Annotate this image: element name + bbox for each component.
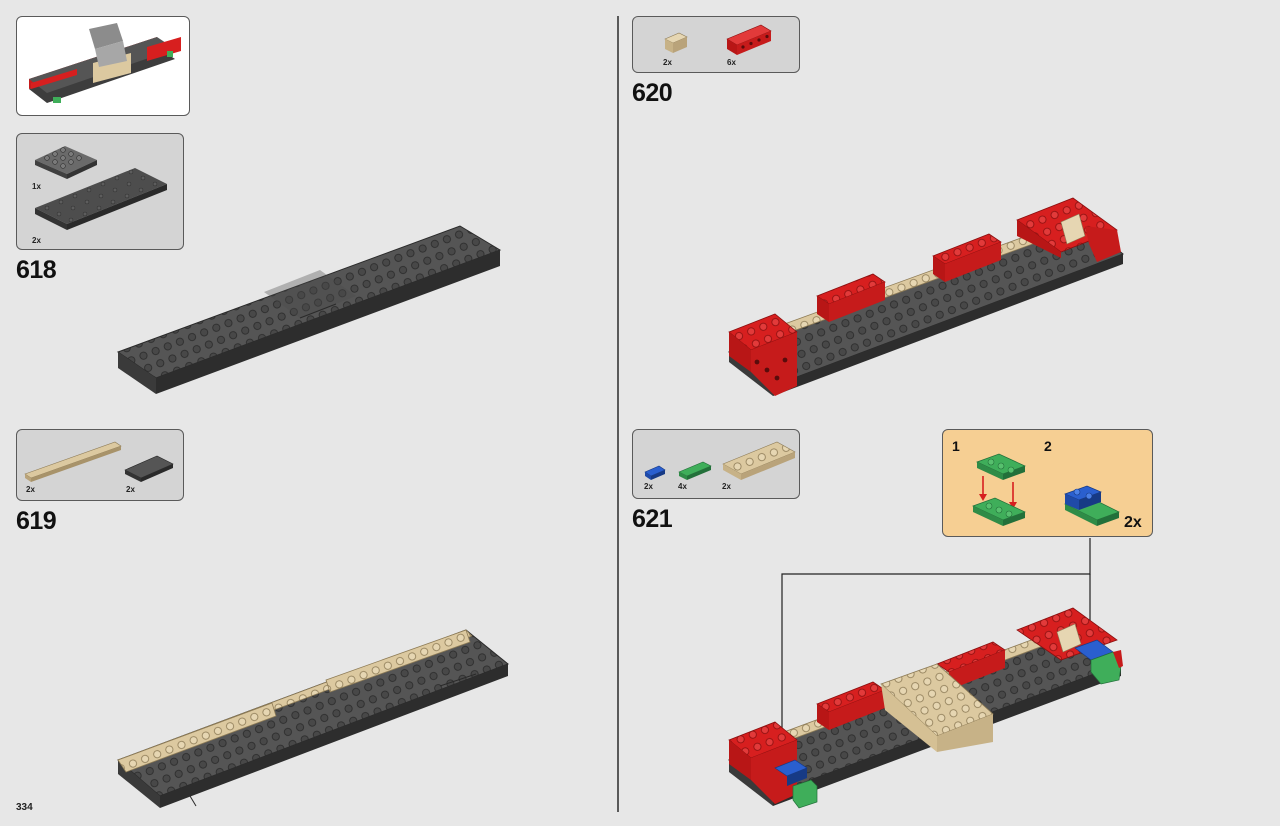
plate-1x10-icon <box>24 441 122 482</box>
sub-assembly-callout: 1 2 2x <box>942 429 1153 537</box>
progress-thumbnail <box>16 16 190 116</box>
parts-list-621: 2x 4x 2x <box>632 429 800 499</box>
step-number-618: 618 <box>16 256 57 284</box>
plate-4x4-icon <box>35 146 97 179</box>
part-qty: 2x <box>663 58 672 67</box>
column-divider <box>617 16 619 812</box>
plate-6x12-icon <box>35 168 167 230</box>
parts-list-620: 2x 6x <box>632 16 800 73</box>
substep-1-diagram <box>972 453 1026 526</box>
model-step-618 <box>116 225 502 394</box>
substep-1-number: 1 <box>952 438 960 454</box>
model-thumbnail-icon <box>29 23 181 103</box>
step-number-619: 619 <box>16 507 57 535</box>
substep-2-diagram <box>1064 485 1120 526</box>
page-number: 334 <box>16 802 33 813</box>
brick-1x2-icon <box>664 32 688 53</box>
plate-1x2-blue-icon <box>644 465 666 480</box>
part-qty: 2x <box>644 482 653 491</box>
plate-1x3-green-icon <box>678 461 712 480</box>
parts-list-618: 1x 2x <box>16 133 184 250</box>
part-qty: 2x <box>722 482 731 491</box>
technic-brick-1x4-icon <box>726 24 772 55</box>
plate-2x6-tan-icon <box>722 441 796 480</box>
parts-list-619: 2x 2x <box>16 429 184 501</box>
part-qty: 6x <box>727 58 736 67</box>
plate-2x4-icon <box>124 455 174 482</box>
part-qty: 1x <box>32 182 41 191</box>
step-number-621: 621 <box>632 505 673 533</box>
part-qty: 2x <box>126 485 135 494</box>
step-number-620: 620 <box>632 79 673 107</box>
model-step-620 <box>727 197 1124 396</box>
part-qty: 2x <box>26 485 35 494</box>
model-step-621 <box>727 607 1123 809</box>
callout-multiplier: 2x <box>1124 514 1142 531</box>
part-qty: 2x <box>32 236 41 245</box>
substep-2-number: 2 <box>1044 438 1052 454</box>
model-step-619 <box>117 629 509 808</box>
part-qty: 4x <box>678 482 687 491</box>
